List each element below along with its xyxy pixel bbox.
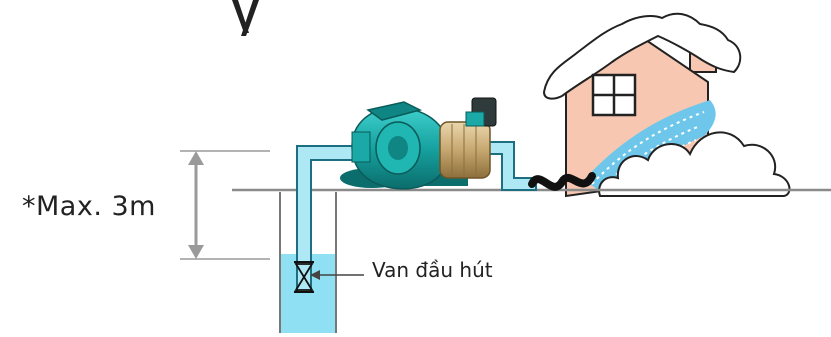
- dimension-arrow-icon: [180, 151, 270, 259]
- foot-valve-label: Van đầu hút: [372, 258, 493, 282]
- cropped-heading-glyph: [232, 0, 259, 36]
- pump-icon: [340, 98, 496, 189]
- motor: [440, 122, 490, 178]
- window: [593, 75, 635, 115]
- max-depth-label: *Max. 3m: [22, 191, 156, 222]
